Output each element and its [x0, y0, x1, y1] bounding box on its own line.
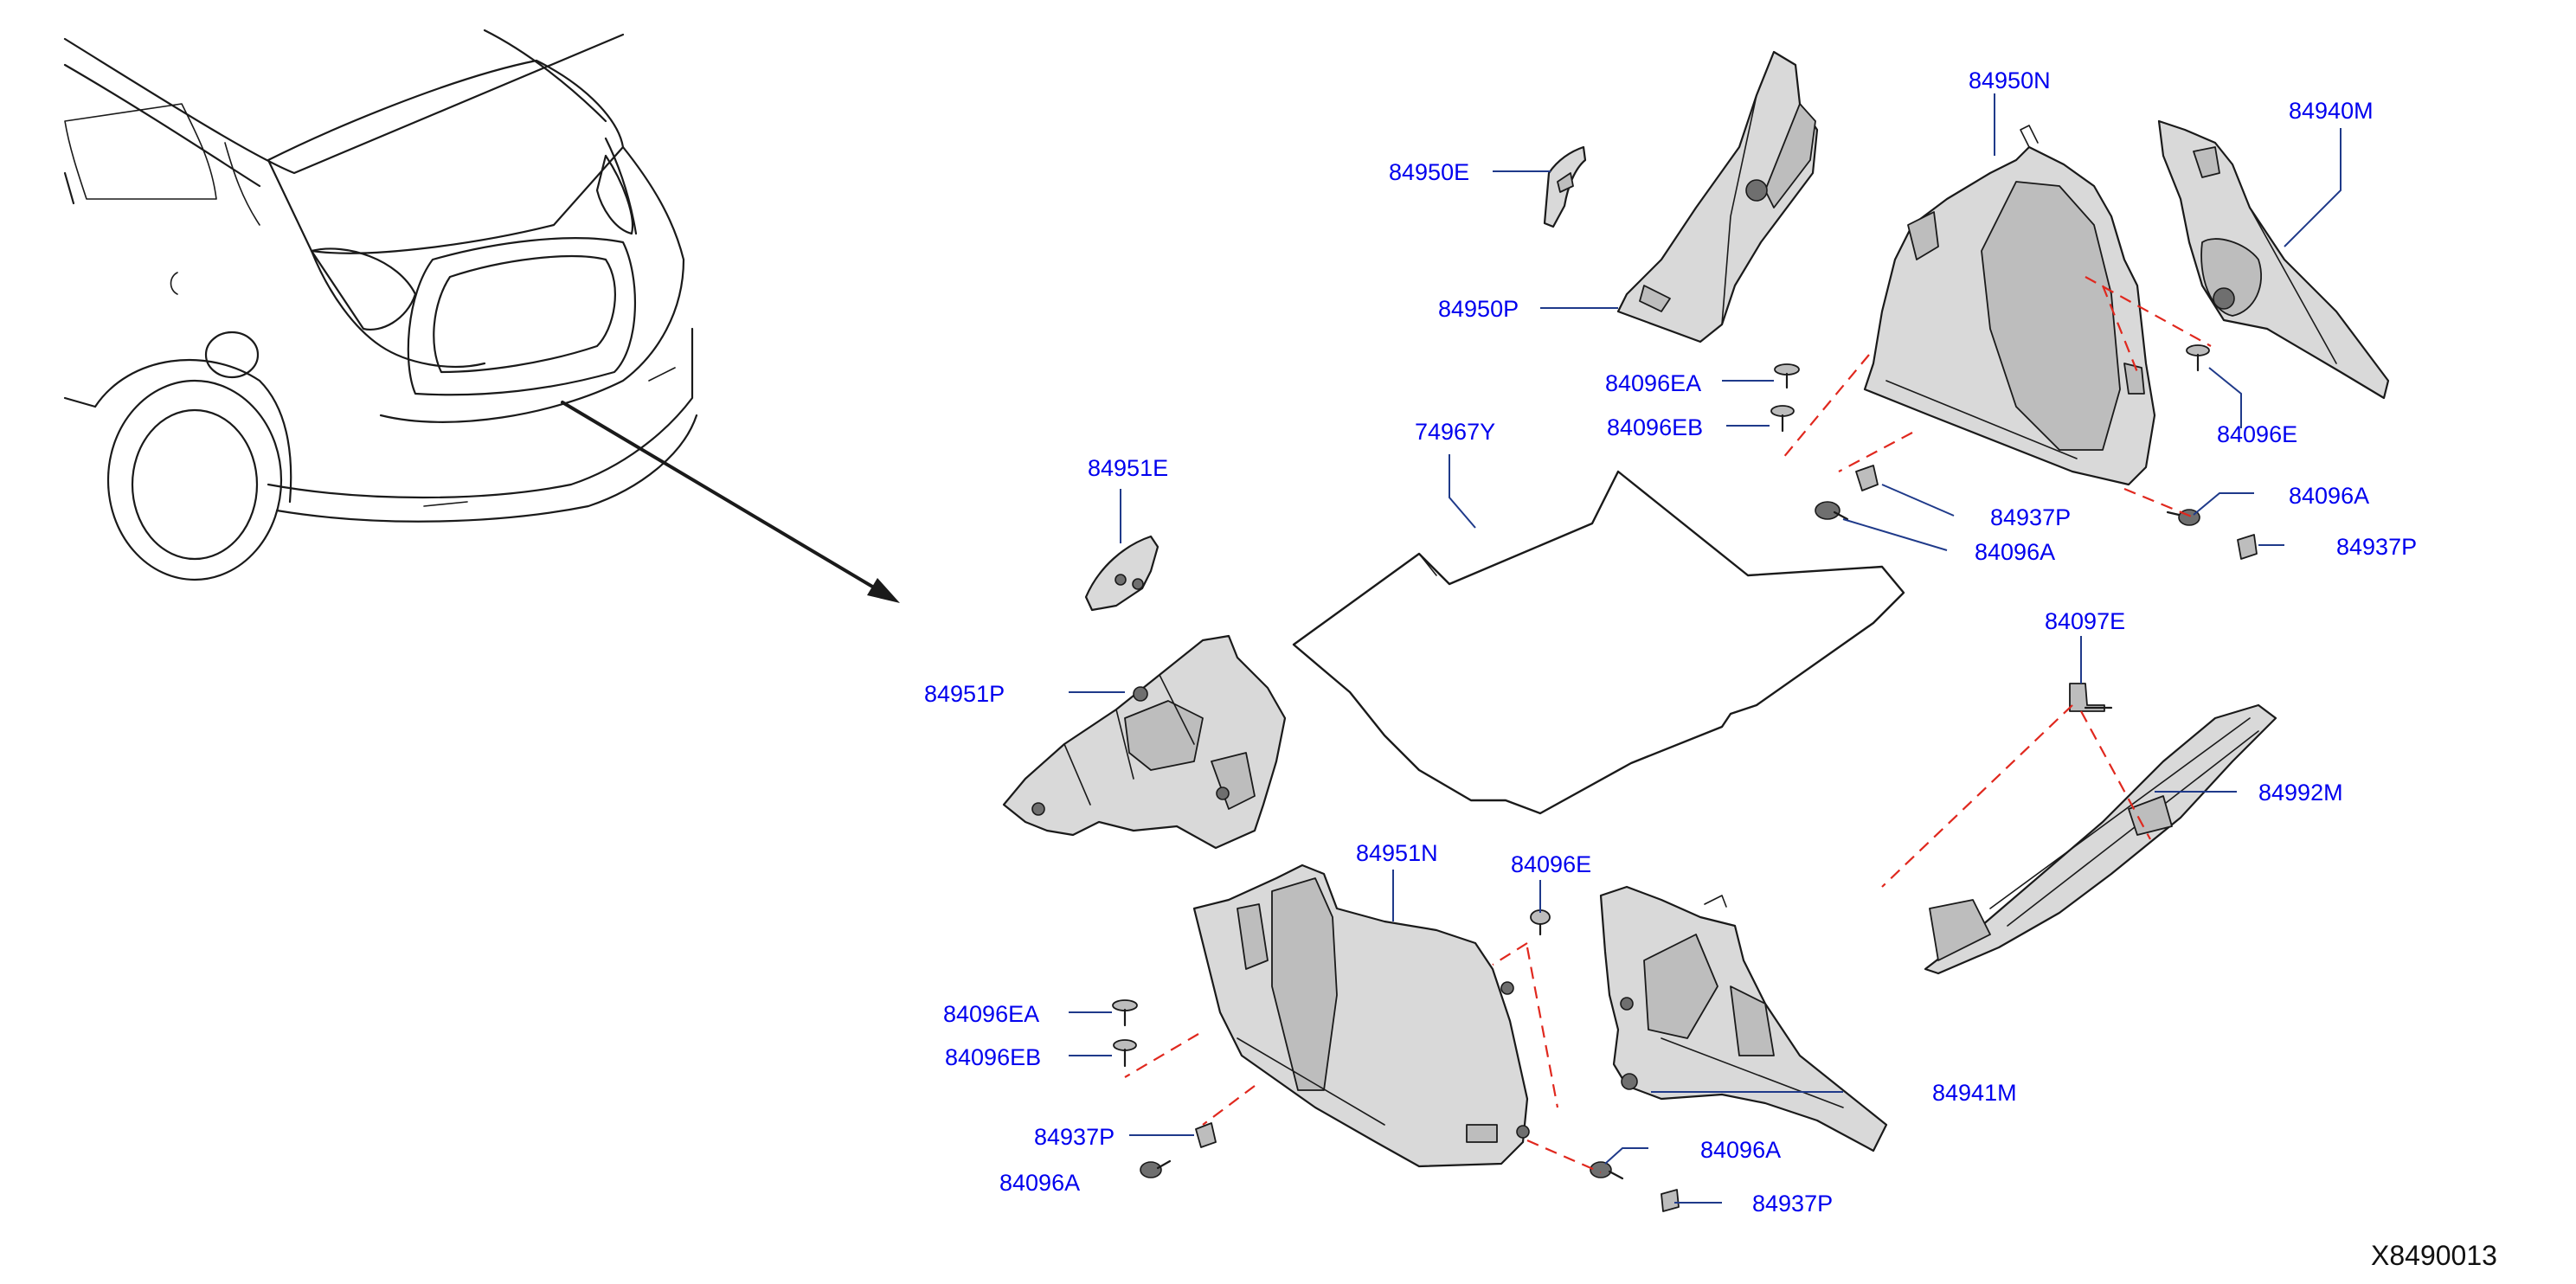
- label-84096E-top: 84096E: [2217, 421, 2297, 447]
- label-84950E: 84950E: [1389, 159, 1469, 185]
- label-84951E: 84951E: [1088, 455, 1168, 481]
- label-84096A-right: 84096A: [2289, 483, 2369, 509]
- part-84951E: [1084, 535, 1160, 612]
- screw-84096A-bottom-right: [1590, 1161, 1624, 1180]
- vehicle-rear-view: [63, 29, 900, 603]
- label-74967Y: 74967Y: [1415, 419, 1495, 445]
- clip-84096E-top: [2186, 344, 2210, 372]
- label-84096E-bottom: 84096E: [1511, 851, 1591, 877]
- label-84941M: 84941M: [1932, 1080, 2017, 1106]
- clip-84096EB-bottom: [1113, 1039, 1137, 1068]
- clip-84096E-bottom: [1530, 909, 1551, 936]
- part-84950N: [1863, 125, 2156, 486]
- part-84951N: [1192, 863, 1530, 1168]
- clip-84096EA-bottom: [1112, 999, 1138, 1027]
- label-84096EA-top: 84096EA: [1605, 370, 1701, 396]
- label-84096EA-bottom: 84096EA: [943, 1001, 1039, 1027]
- label-84937P-bottom-right: 84937P: [1752, 1191, 1833, 1217]
- part-84950E: [1543, 145, 1587, 228]
- fasteners: [1112, 344, 2258, 1212]
- part-74967Y: [1292, 470, 1905, 815]
- clip-84937P-bottom: [1195, 1122, 1217, 1148]
- label-84096A-top: 84096A: [1975, 539, 2055, 565]
- label-84937P-top: 84937P: [1990, 504, 2071, 530]
- label-84096EB-bottom: 84096EB: [945, 1044, 1041, 1070]
- clip-84096EB-top: [1770, 405, 1795, 433]
- part-84951P: [1002, 634, 1287, 850]
- clip-84937P-top: [1855, 465, 1879, 491]
- clip-84096EA-top: [1774, 363, 1800, 389]
- label-84096A-bottom-right: 84096A: [1700, 1137, 1781, 1163]
- label-84950P: 84950P: [1438, 296, 1519, 322]
- label-84951P: 84951P: [924, 681, 1005, 707]
- part-84992M: [1924, 703, 2277, 975]
- label-84992M: 84992M: [2258, 780, 2343, 806]
- part-84950P: [1616, 50, 1819, 343]
- leader-lines: [1069, 93, 2342, 1204]
- part-84941M: [1599, 885, 1888, 1152]
- label-84096A-bottom: 84096A: [999, 1170, 1080, 1196]
- label-84097E: 84097E: [2045, 608, 2125, 634]
- label-84937P-bottom: 84937P: [1034, 1124, 1115, 1150]
- label-84951N: 84951N: [1356, 840, 1438, 866]
- screw-84096A-top: [1815, 501, 1849, 521]
- screw-84096A-bottom: [1140, 1159, 1172, 1178]
- part-labels: 84950E 84950P 84950N 84940M 84096EA 8409…: [924, 67, 2497, 1271]
- clip-84937P-right: [2237, 534, 2258, 560]
- part-84940M: [2157, 119, 2390, 400]
- label-84940M: 84940M: [2289, 98, 2374, 124]
- screw-84097E: [2069, 683, 2113, 712]
- label-84950N: 84950N: [1969, 67, 2051, 93]
- hidden-lines: [1124, 276, 2212, 1174]
- screw-84096A-right: [2166, 509, 2200, 526]
- label-84096EB-top: 84096EB: [1607, 414, 1703, 440]
- clip-84937P-bottom-right: [1661, 1189, 1680, 1212]
- label-84937P-right: 84937P: [2336, 534, 2417, 560]
- diagram-code: X8490013: [2371, 1240, 2497, 1271]
